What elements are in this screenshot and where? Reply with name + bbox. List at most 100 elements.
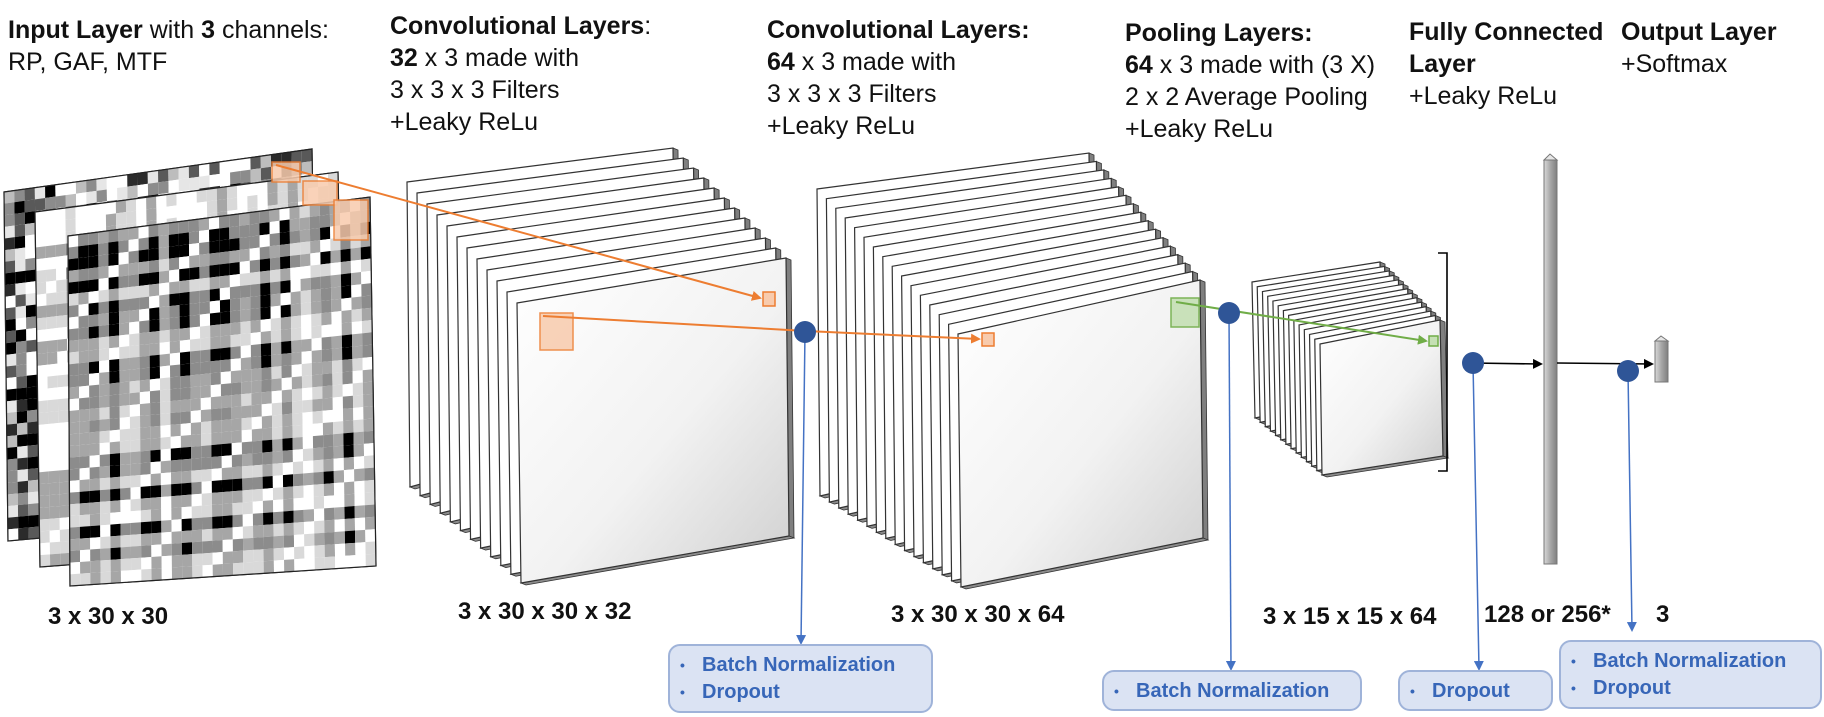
pixel-cell: [211, 456, 222, 470]
pixel-cell: [330, 262, 341, 276]
pixel-cell: [99, 407, 110, 420]
pixel-cell: [119, 381, 130, 395]
pixel-cell: [148, 248, 159, 262]
pixel-cell: [35, 234, 46, 248]
pixel-cell: [313, 459, 324, 473]
pixel-cell: [321, 361, 333, 375]
pixel-cell: [120, 511, 131, 524]
pixel-cell: [169, 304, 180, 319]
pixel-cell: [181, 458, 192, 472]
pixel-cell: [126, 210, 137, 225]
pixel-cell: [79, 455, 90, 469]
pixel-cell: [148, 236, 159, 250]
pixel-cell: [169, 352, 181, 366]
pixel-cell: [191, 469, 202, 483]
pixel-cell: [14, 224, 26, 238]
pixel-cell: [299, 229, 311, 243]
pixel-cell: [261, 415, 273, 429]
pixel-cell: [209, 173, 220, 188]
pixel-cell: [130, 439, 141, 453]
pixel-cell: [150, 425, 161, 439]
pixel-cell: [69, 480, 80, 493]
pixel-cell: [171, 495, 182, 509]
pixel-cell: [36, 341, 48, 354]
pixel-cell: [89, 513, 101, 527]
pixel-cell: [159, 329, 170, 343]
pixel-cell: [239, 212, 250, 226]
pixel-cell: [302, 399, 313, 413]
pixel-cell: [190, 350, 201, 364]
pixel-cell: [139, 355, 150, 369]
pixel-cell: [243, 561, 254, 575]
pixel-cell: [149, 366, 160, 380]
pixel-cell: [262, 488, 274, 501]
pixel-cell: [310, 301, 322, 315]
pixel-cell: [55, 255, 67, 269]
pixel-cell: [7, 470, 18, 483]
pixel-cell: [229, 274, 240, 288]
pixel-cell: [355, 529, 366, 543]
pixel-cell: [79, 420, 90, 434]
pixel-cell: [78, 291, 89, 305]
pixel-cell: [47, 375, 58, 389]
pixel-cell: [129, 392, 140, 406]
pixel-cell: [178, 220, 189, 234]
pixel-cell: [279, 231, 290, 246]
pixel-cell: [282, 474, 294, 488]
pixel-cell: [294, 558, 305, 572]
pixel-cell: [321, 299, 332, 314]
pixel-cell: [109, 453, 121, 466]
pixel-cell: [291, 150, 302, 164]
pixel-cell: [88, 349, 100, 363]
pixel-cell: [140, 414, 151, 428]
pixel-cell: [332, 372, 343, 386]
pixel-cell: [181, 530, 193, 543]
pixel-cell: [14, 235, 26, 249]
pixel-cell: [148, 224, 159, 238]
pixel-cell: [201, 457, 212, 470]
pixel-cell: [45, 233, 56, 247]
pixel-cell: [34, 197, 46, 212]
pixel-cell: [243, 549, 254, 563]
pixel-cell: [222, 527, 233, 541]
pixel-cell: [250, 319, 261, 334]
pixel-cell: [283, 522, 294, 536]
note-item: •Batch Normalization: [680, 654, 896, 676]
pixel-cell: [181, 482, 192, 496]
pixel-cell: [300, 277, 311, 292]
pixel-cell: [220, 323, 231, 337]
pixel-cell: [190, 434, 202, 447]
pixel-cell: [178, 166, 189, 180]
pixel-cell: [209, 312, 221, 326]
pixel-cell: [354, 517, 366, 531]
pixel-cell: [199, 163, 210, 177]
pixel-cell: [129, 309, 140, 323]
pixel-cell: [151, 520, 162, 534]
pixel-cell: [324, 556, 336, 570]
pixel-cell: [362, 369, 373, 383]
pool-sheet: [1319, 319, 1444, 476]
pixel-cell: [79, 444, 90, 457]
pixel-cell: [148, 271, 160, 285]
pixel-cell: [75, 180, 87, 194]
pixel-cell: [220, 383, 232, 397]
pixel-cell: [242, 537, 254, 551]
pixel-cell: [6, 400, 17, 414]
pixel-cell: [159, 353, 170, 367]
pixel-cell: [253, 537, 264, 550]
pixel-cell: [289, 230, 301, 244]
pixel-cell: [303, 496, 314, 510]
pixel-cell: [49, 529, 60, 543]
pixel-cell: [115, 212, 127, 226]
pixel-cell: [39, 518, 50, 532]
pixel-cell: [109, 417, 120, 431]
pixel-cell: [7, 528, 19, 541]
pixel-cell: [209, 240, 220, 254]
pixel-cell: [206, 188, 218, 202]
pixel-cell: [78, 385, 90, 399]
pixel-cell: [219, 287, 231, 301]
pixel-cell: [330, 274, 342, 288]
pixel-cell: [45, 221, 56, 235]
pixel-cell: [89, 431, 100, 445]
pixel-cell: [7, 516, 19, 530]
